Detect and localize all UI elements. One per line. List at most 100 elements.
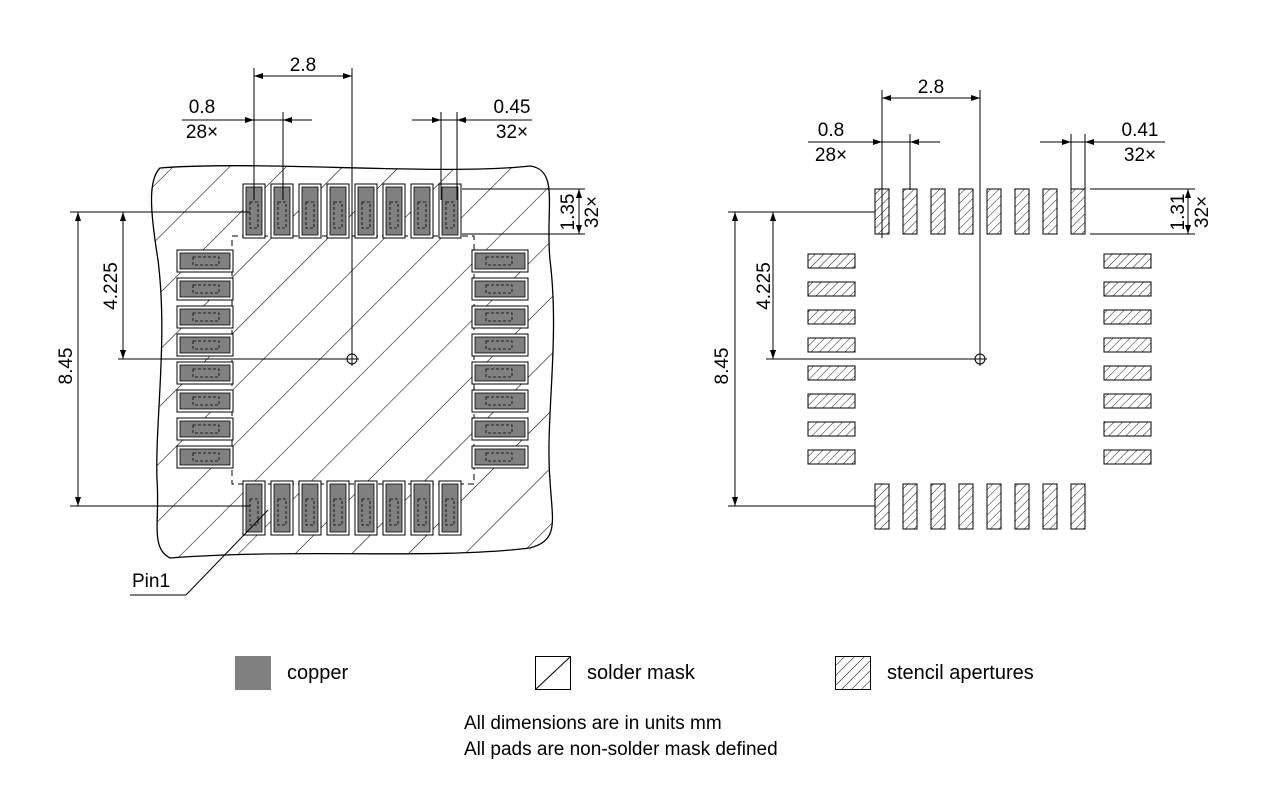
- aperture-right: [1103, 281, 1152, 297]
- corner-aperture-count: 32×: [1124, 145, 1156, 166]
- pad-left: [176, 305, 234, 329]
- aperture-left: [807, 253, 856, 269]
- aperture-top: [958, 188, 974, 235]
- pad-width-label: 0.8: [189, 97, 215, 118]
- pad-top: [298, 183, 322, 239]
- legend-stencil: stencil apertures: [835, 655, 1034, 691]
- pad-top: [438, 183, 462, 239]
- pad-bottom: [298, 480, 322, 536]
- center-mark: [345, 352, 359, 366]
- pad-right: [471, 417, 529, 441]
- right-view: 2.8 0.8 28× 0.41 32× 1.31 32× 4.225 8.45: [712, 77, 1213, 530]
- aperture-top: [1070, 188, 1086, 235]
- aperture-length-label: 1.31: [1168, 194, 1189, 231]
- pad-right: [471, 361, 529, 385]
- aperture-right: [1103, 365, 1152, 381]
- dimension-arrows: [75, 73, 582, 506]
- aperture-left: [807, 281, 856, 297]
- pad-length-count: 32×: [582, 196, 603, 228]
- left-view: 2.8 0.8 28× 0.45 32× 1.35 32× 4.225 8.45…: [56, 55, 603, 596]
- aperture-right: [1103, 421, 1152, 437]
- half-span-label: 4.225: [754, 262, 775, 310]
- pad-bottom: [242, 480, 266, 536]
- pitch-label: 2.8: [290, 55, 316, 76]
- aperture-width-count: 28×: [815, 145, 847, 166]
- pad-left: [176, 333, 234, 357]
- pad-right: [471, 445, 529, 469]
- aperture-bottom: [1014, 483, 1030, 530]
- aperture-top: [986, 188, 1002, 235]
- pad-right: [471, 333, 529, 357]
- legend-label: copper: [287, 661, 349, 684]
- aperture-bottom: [1070, 483, 1086, 530]
- aperture-bottom: [1042, 483, 1058, 530]
- note-units: All dimensions are in units mm: [464, 713, 722, 734]
- legend-solder-mask: solder mask: [535, 655, 695, 691]
- pad-left: [176, 361, 234, 385]
- legend-label: solder mask: [587, 661, 695, 684]
- aperture-bottom: [986, 483, 1002, 530]
- pad-top: [354, 183, 378, 239]
- aperture-top: [930, 188, 946, 235]
- dimension-lines: [728, 90, 1195, 507]
- aperture-top: [1042, 188, 1058, 235]
- pad-left: [176, 389, 234, 413]
- note-pads: All pads are non-solder mask defined: [464, 739, 778, 760]
- aperture-bottom: [902, 483, 918, 530]
- solder-mask-swatch-icon: [535, 656, 571, 690]
- pad-bottom: [410, 480, 434, 536]
- notes: All dimensions are in units mm All pads …: [464, 711, 778, 763]
- pad-right: [471, 277, 529, 301]
- aperture-right: [1103, 393, 1152, 409]
- dimension-arrows: [732, 95, 1191, 506]
- aperture-bottom: [874, 483, 890, 530]
- pad-bottom: [326, 480, 350, 536]
- aperture-left: [807, 365, 856, 381]
- aperture-right: [1103, 337, 1152, 353]
- aperture-left: [807, 309, 856, 325]
- pad-left: [176, 417, 234, 441]
- legend-copper: copper: [235, 655, 348, 691]
- aperture-bottom: [930, 483, 946, 530]
- aperture-top: [902, 188, 918, 235]
- aperture-top: [1014, 188, 1030, 235]
- pitch-label: 2.8: [918, 77, 944, 98]
- aperture-right: [1103, 309, 1152, 325]
- aperture-left: [807, 393, 856, 409]
- aperture-left: [807, 449, 856, 465]
- copper-pads: [176, 183, 529, 536]
- aperture-length-count: 32×: [1192, 196, 1213, 228]
- aperture-left: [807, 421, 856, 437]
- pad-top: [270, 183, 294, 239]
- pad-right: [471, 389, 529, 413]
- corner-pad-count: 32×: [496, 122, 528, 143]
- half-span-label: 4.225: [101, 262, 122, 310]
- dimension-lines: [70, 68, 585, 596]
- dimension-labels: 2.8 0.8 28× 0.45 32× 1.35 32× 4.225 8.45…: [56, 55, 603, 592]
- pin1-label: Pin1: [132, 571, 170, 592]
- span-label: 8.45: [712, 348, 733, 385]
- aperture-bottom: [958, 483, 974, 530]
- stencil-swatch-icon: [835, 656, 871, 690]
- corner-aperture-width-label: 0.41: [1122, 120, 1159, 141]
- pad-bottom: [438, 480, 462, 536]
- aperture-right: [1103, 253, 1152, 269]
- pad-left: [176, 249, 234, 273]
- package-outline: [231, 235, 475, 485]
- pad-top: [326, 183, 350, 239]
- pad-top: [242, 183, 266, 239]
- pad-left: [176, 277, 234, 301]
- aperture-right: [1103, 449, 1152, 465]
- pad-length-label: 1.35: [558, 194, 579, 231]
- aperture-left: [807, 337, 856, 353]
- pad-top: [382, 183, 406, 239]
- span-label: 8.45: [56, 348, 77, 385]
- pad-bottom: [382, 480, 406, 536]
- pad-top: [410, 183, 434, 239]
- aperture-width-label: 0.8: [818, 120, 844, 141]
- pad-right: [471, 305, 529, 329]
- dimension-labels: 2.8 0.8 28× 0.41 32× 1.31 32× 4.225 8.45: [712, 77, 1213, 384]
- center-mark: [973, 352, 987, 366]
- pad-width-count: 28×: [186, 122, 218, 143]
